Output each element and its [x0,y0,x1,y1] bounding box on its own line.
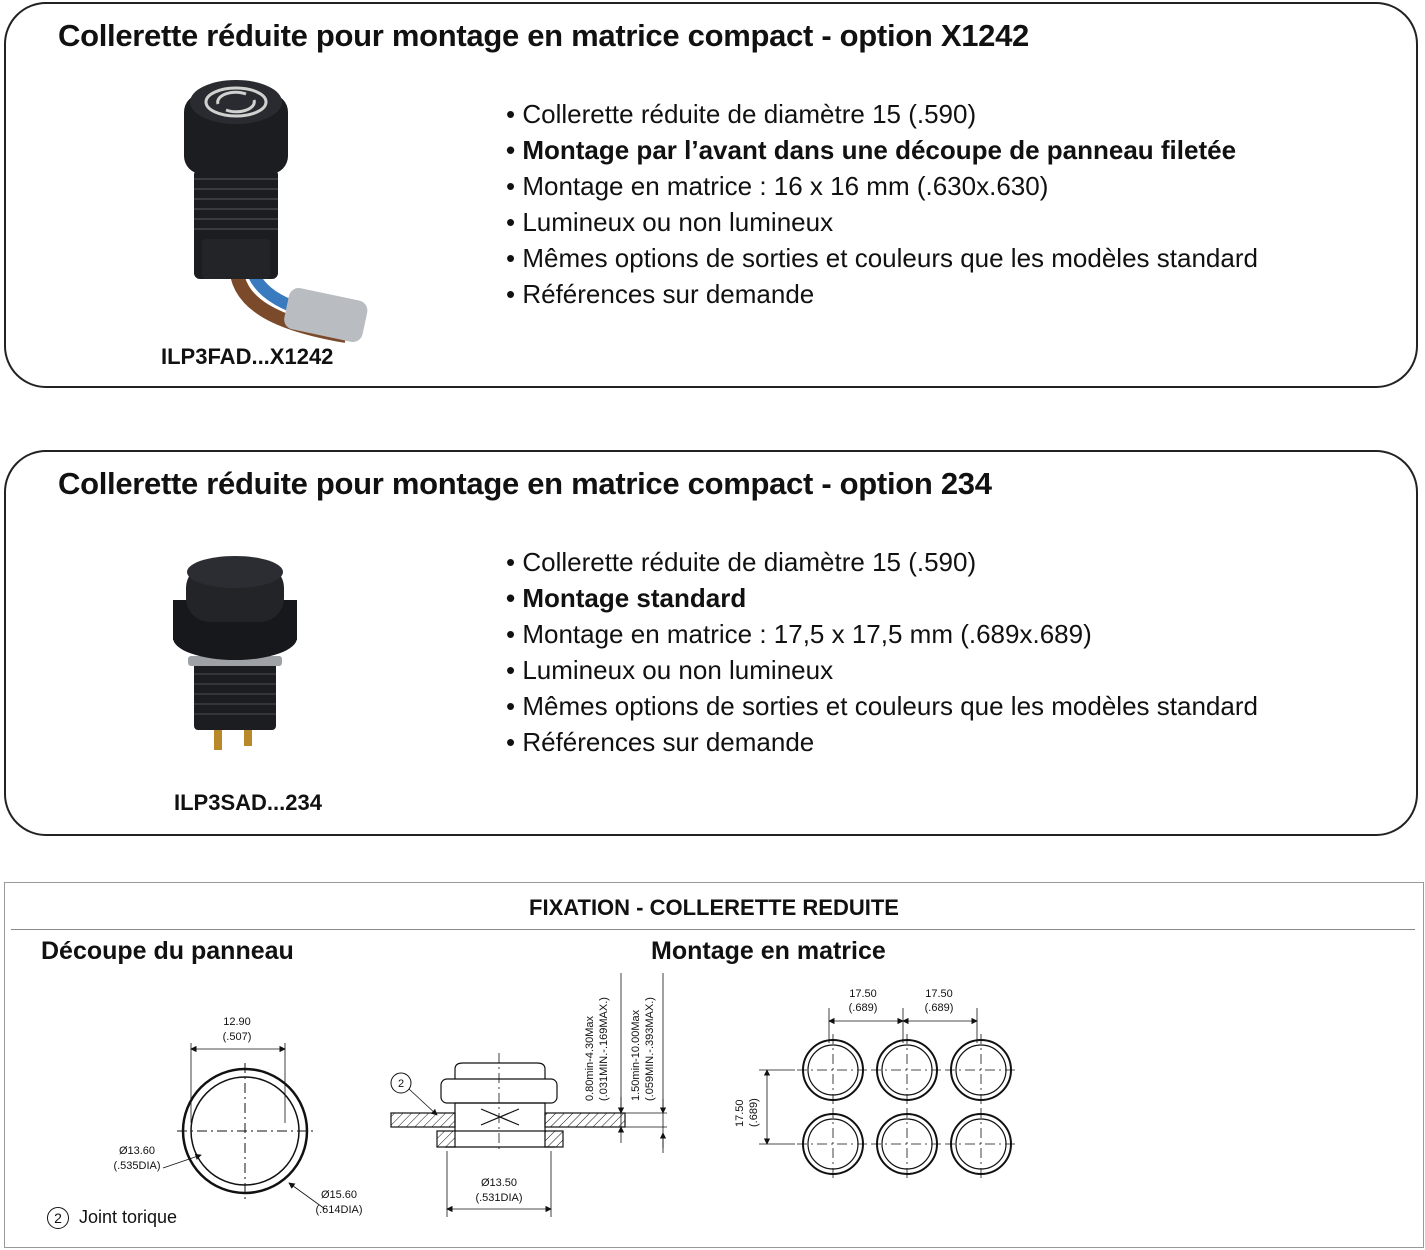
matrix-title: Montage en matrice [651,937,886,965]
divider [11,929,1415,930]
product-reference: ILP3SAD...234 [174,790,322,815]
matrix-cell [945,1034,1017,1106]
feature-item: Mêmes options de sorties et couleurs que… [506,240,1258,276]
cutout-width-inch-label: (.507) [223,1031,252,1043]
product-reference: ILP3FAD...X1242 [161,344,334,369]
body-diameter-inch-label: (.531DIA) [475,1192,522,1204]
matrix-cell [871,1034,943,1106]
cutout-title: Découpe du panneau [41,937,294,965]
feature-list: Collerette réduite de diamètre 15 (.590)… [506,96,1258,312]
side-section-drawing [390,973,667,1217]
pitch-y-label: 17.50 [734,1099,746,1127]
pushbutton-with-cable-image [184,80,368,343]
feature-item: Lumineux ou non lumineux [506,204,1258,240]
feature-item: Montage par l’avant dans une découpe de … [506,132,1258,168]
panel-title: Collerette réduite pour montage en matri… [58,18,1029,53]
body-diameter-label: Ø13.50 [481,1177,517,1189]
legend-number: 2 [47,1207,69,1230]
feature-item: Lumineux ou non lumineux [506,652,1258,688]
cutout-width-label: 12.90 [223,1016,251,1028]
outer-diameter-inch-label: (.614DIA) [315,1204,362,1216]
legend-label: Joint torique [79,1207,178,1227]
mounting-depth-label: 1.50min-10.00Max [630,1009,642,1101]
feature-item: Collerette réduite de diamètre 15 (.590) [506,544,1258,580]
option-x1242-panel: Collerette réduite pour montage en matri… [4,2,1418,388]
feature-item: Références sur demande [506,724,1258,760]
feature-item: Mêmes options de sorties et couleurs que… [506,688,1258,724]
joint-marker-number: 2 [398,1078,404,1090]
option-234-panel: Collerette réduite pour montage en matri… [4,450,1418,836]
section-title: FIXATION - COLLERETTE REDUITE [529,895,899,920]
feature-item: Montage standard [506,580,1258,616]
panel-title: Collerette réduite pour montage en matri… [58,466,992,501]
pitch-x1-label: 17.50 [849,988,877,1000]
feature-item: Montage en matrice : 17,5 x 17,5 mm (.68… [506,616,1258,652]
technical-drawing: 12.90 (.507) Ø13.60 (.535DIA) Ø15.60 (.6… [113,973,1017,1217]
legend: 2 Joint torique [47,1207,178,1230]
panel-thickness-inch-label: (.031MIN.-.169MAX.) [598,997,610,1101]
inner-diameter-inch-label: (.535DIA) [113,1160,160,1172]
pitch-x1-inch-label: (.689) [849,1002,878,1014]
pitch-x2-label: 17.50 [925,988,953,1000]
feature-list: Collerette réduite de diamètre 15 (.590)… [506,544,1258,760]
matrix-layout-drawing [759,1008,1017,1180]
feature-item: Références sur demande [506,276,1258,312]
pitch-y-inch-label: (.689) [748,1098,760,1127]
panel-cutout-drawing [162,1043,326,1210]
matrix-cell [945,1108,1017,1180]
inner-diameter-label: Ø13.60 [119,1145,155,1157]
mounting-depth-inch-label: (.059MIN.-.393MAX.) [644,997,656,1101]
matrix-cell [797,1034,869,1106]
outer-diameter-label: Ø15.60 [321,1189,357,1201]
panel-thickness-label: 0.80min-4.30Max [584,1016,596,1101]
fixation-section: FIXATION - COLLERETTE REDUITE Découpe du… [4,882,1424,1248]
matrix-cell [871,1108,943,1180]
pitch-x2-inch-label: (.689) [925,1002,954,1014]
feature-item: Montage en matrice : 16 x 16 mm (.630x.6… [506,168,1258,204]
pushbutton-image [173,556,297,750]
feature-item: Collerette réduite de diamètre 15 (.590) [506,96,1258,132]
matrix-cell [797,1108,869,1180]
